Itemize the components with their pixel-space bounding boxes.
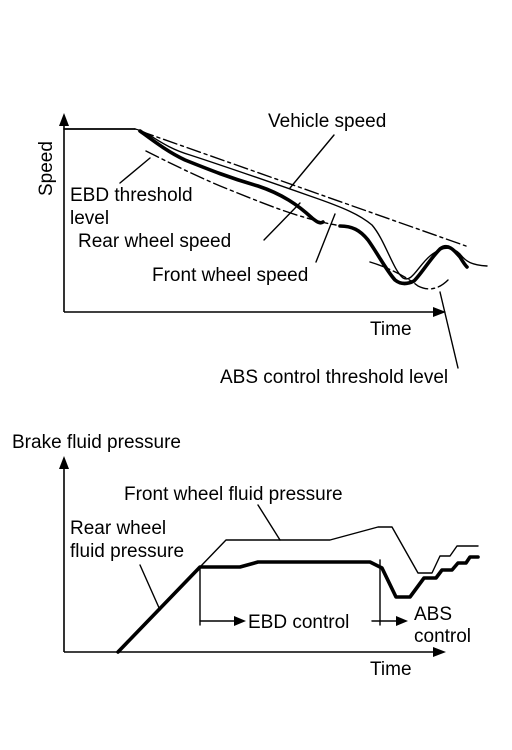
rear-pressure-leader	[139, 564, 161, 611]
rear-pressure-label-line1: Rear wheel	[70, 518, 166, 539]
speed-x-axis-arrow	[433, 307, 446, 317]
ebd-threshold-label-line1: EBD threshold	[70, 185, 193, 206]
front-wheel-speed-label: Front wheel speed	[152, 265, 308, 286]
pressure-x-axis-arrow	[433, 647, 446, 657]
rear-wheel-pressure-curve	[116, 555, 480, 654]
abs-threshold-curve	[369, 261, 449, 290]
pressure-axis-label: Brake fluid pressure	[12, 432, 181, 453]
front-pressure-label: Front wheel fluid pressure	[124, 484, 343, 505]
rear-wheel-speed-curve-a	[138, 129, 325, 225]
abs-control-arrow	[396, 616, 408, 626]
speed-time-label: Time	[370, 319, 412, 340]
abs-threshold-label: ABS control threshold level	[220, 367, 448, 388]
speed-y-axis-arrow	[59, 113, 69, 126]
abs-control-label-line1: ABS	[414, 604, 452, 625]
speed-axis-label: Speed	[36, 141, 57, 196]
front-wheel-speed-leader	[315, 213, 336, 263]
ebd-threshold-label-line2: level	[70, 208, 109, 229]
rear-pressure-label-line2: fluid pressure	[70, 541, 184, 562]
ebd-control-label: EBD control	[248, 612, 349, 633]
abs-control-label-line2: control	[414, 626, 471, 647]
speed-chart: Speed Time Vehicle speed EBD threshold l…	[36, 111, 488, 388]
rear-wheel-speed-leader	[263, 202, 301, 241]
front-pressure-leader	[257, 504, 281, 541]
rear-wheel-speed-curve-b	[338, 224, 469, 286]
ebd-threshold-curve	[145, 150, 337, 226]
rear-wheel-speed-label: Rear wheel speed	[78, 231, 231, 252]
front-wheel-pressure-curve	[199, 526, 479, 574]
abs-threshold-leader	[439, 291, 459, 369]
vehicle-speed-label: Vehicle speed	[268, 111, 386, 132]
vehicle-speed-curve	[139, 130, 467, 247]
pressure-time-label: Time	[370, 659, 412, 680]
pressure-chart: Brake fluid pressure Time Front wheel fl…	[12, 432, 480, 680]
vehicle-speed-leader	[289, 134, 335, 189]
ebd-threshold-leader	[119, 157, 151, 184]
ebd-control-arrow	[234, 616, 246, 626]
pressure-y-axis-arrow	[59, 456, 69, 469]
